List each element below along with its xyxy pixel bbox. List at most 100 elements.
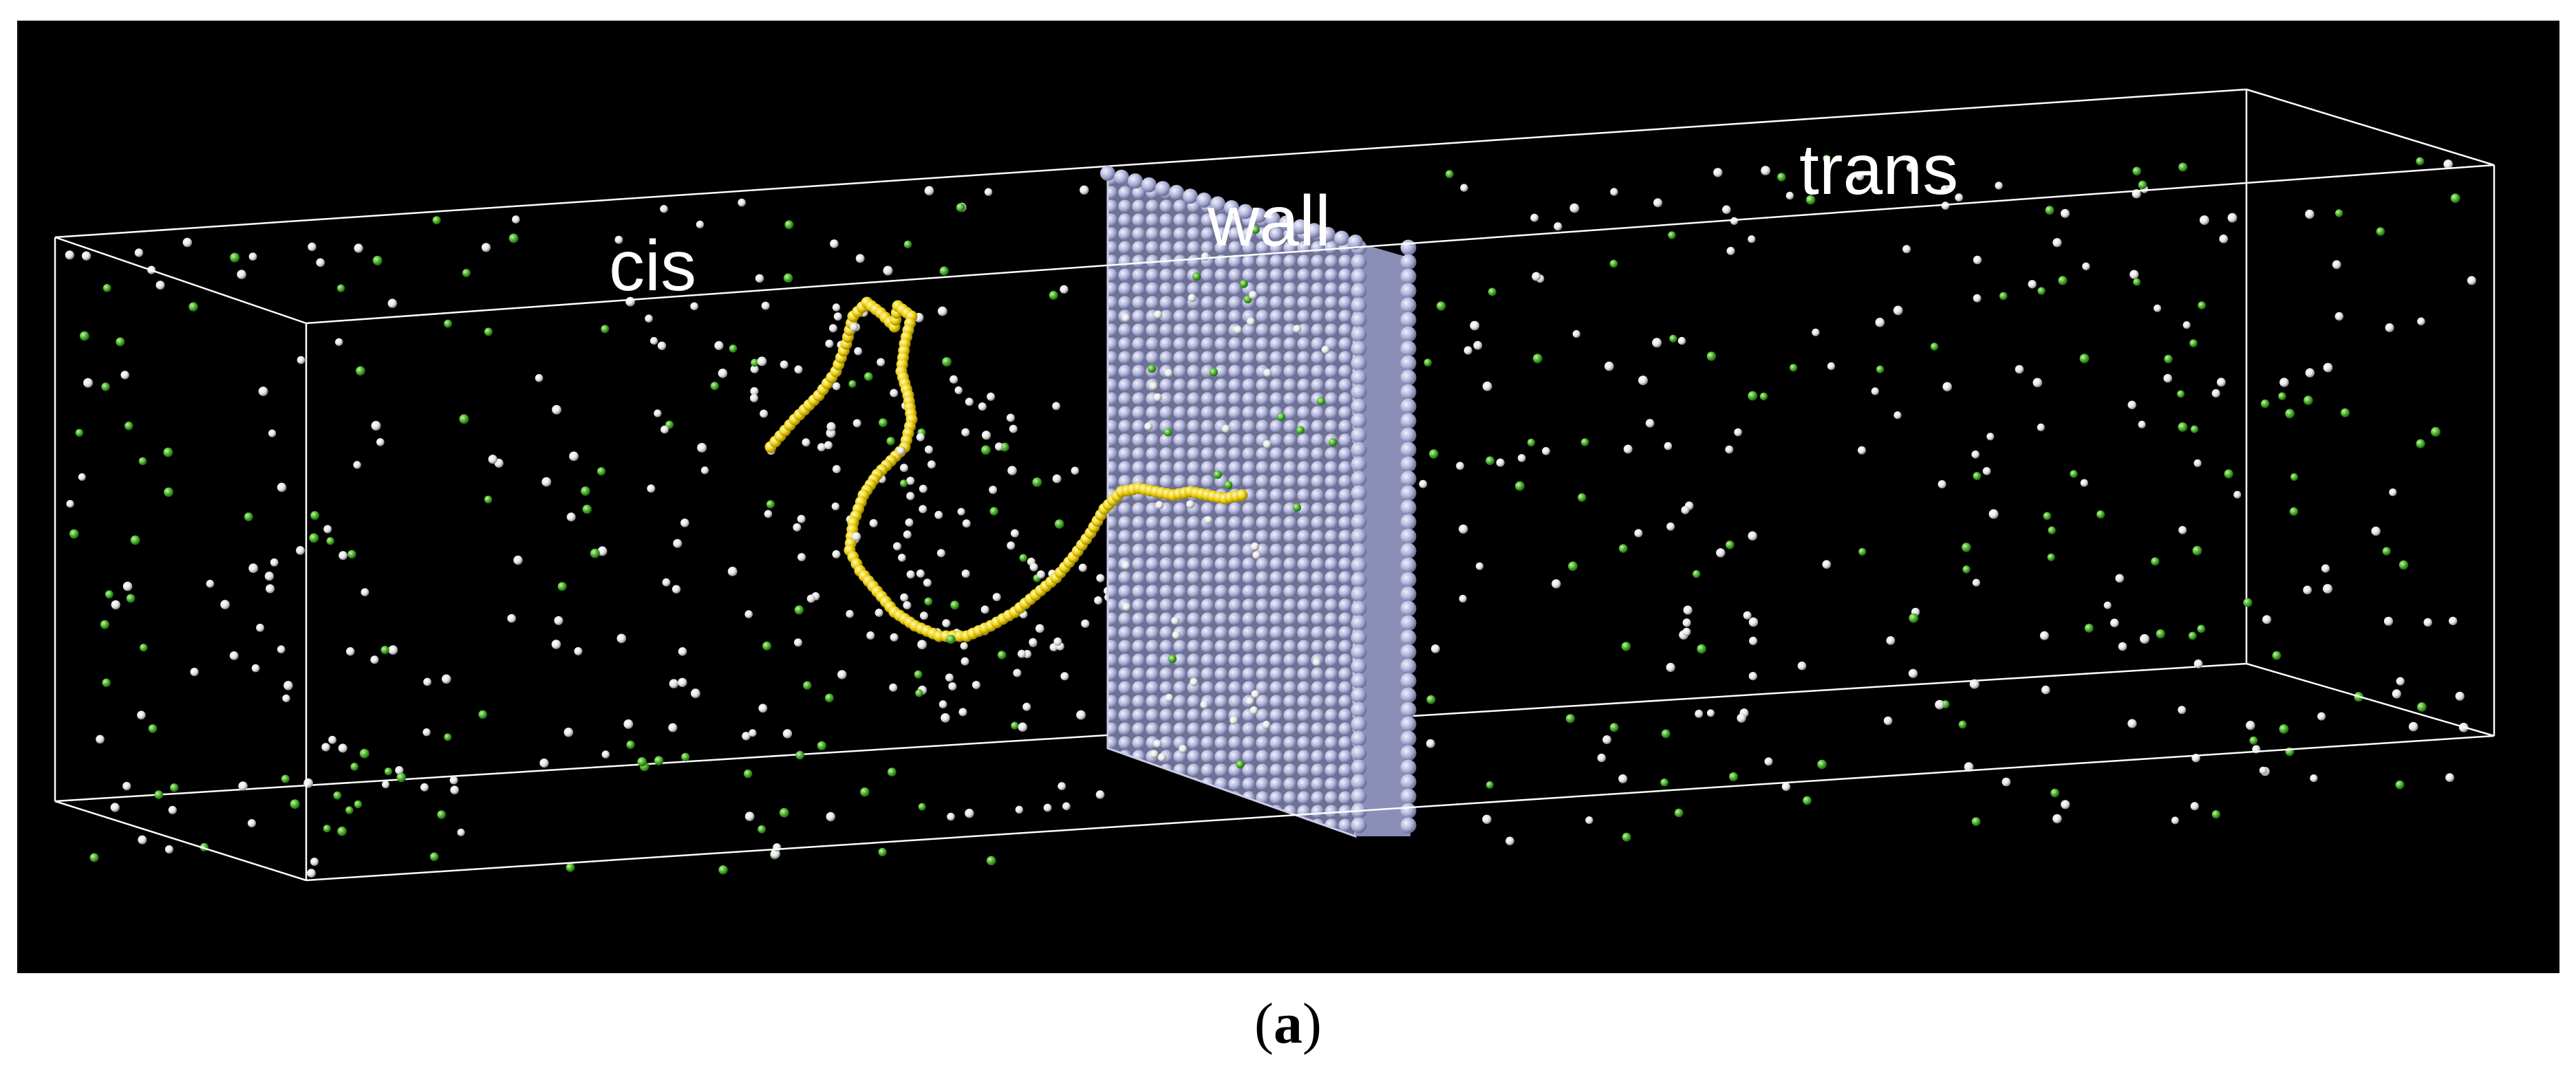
counterion-green	[1823, 155, 1831, 163]
ion-white	[2140, 634, 2149, 644]
counterion-green	[1674, 808, 1684, 818]
ion-white	[897, 446, 905, 455]
ion-white	[1554, 222, 1563, 231]
ion-white	[65, 250, 74, 260]
ion-white	[832, 382, 841, 391]
ion-white	[2178, 525, 2187, 534]
counterion-green	[1858, 547, 1867, 556]
ion-white	[2032, 378, 2043, 388]
counterion-green	[729, 345, 738, 353]
ion-white	[1062, 802, 1071, 811]
ion-on-wall	[1293, 325, 1302, 334]
ion-white	[1076, 710, 1086, 720]
ion-on-wall	[1149, 382, 1158, 391]
ion-white	[1995, 182, 2003, 190]
ion-white	[673, 539, 683, 548]
ion-white	[890, 633, 899, 642]
ion-on-wall	[1296, 426, 1305, 435]
counterion-green	[2178, 422, 2188, 432]
wall-side	[1355, 242, 1410, 836]
counterion-green	[900, 479, 908, 488]
ion-white	[874, 609, 883, 617]
wall-bead	[1400, 600, 1417, 617]
wall-bead	[1400, 413, 1417, 429]
counterion-green	[1032, 477, 1042, 487]
wall-bead	[1400, 283, 1417, 299]
ion-white	[539, 758, 549, 768]
ion-white	[2061, 208, 2070, 218]
ion-white	[2163, 373, 2172, 383]
counterion-green	[189, 302, 198, 312]
ion-white	[388, 645, 398, 655]
ion-white	[2332, 260, 2341, 270]
wall-bead	[1196, 192, 1212, 208]
ion-white	[552, 404, 561, 415]
wall-bead	[1210, 196, 1225, 212]
ion-white	[1052, 402, 1060, 411]
wall-bead	[1351, 817, 1367, 834]
counterion-green	[2048, 526, 2056, 534]
ion-white	[900, 464, 908, 472]
counterion-green	[1622, 832, 1631, 842]
counterion-green	[2450, 193, 2460, 204]
ion-white	[1677, 336, 1686, 345]
counterion-green	[582, 504, 592, 514]
ion-white	[120, 371, 129, 380]
counterion-green	[1661, 729, 1671, 739]
ion-on-wall	[1188, 294, 1196, 303]
ion-white	[889, 683, 898, 692]
wall-bead	[1400, 470, 1417, 487]
counterion-green	[1568, 561, 1578, 572]
ion-white	[229, 651, 239, 660]
ion-white	[824, 441, 833, 450]
counterion-green	[2285, 409, 2295, 419]
counterion-green	[2376, 227, 2385, 236]
counterion-green	[1436, 301, 1446, 311]
ion-white	[122, 781, 131, 791]
ion-white	[2082, 262, 2090, 270]
counterion-green	[2416, 157, 2425, 166]
counterion-green	[2138, 180, 2147, 190]
ion-white	[1893, 305, 1903, 316]
ion-white	[1875, 318, 1885, 327]
wall-bead	[1351, 543, 1367, 559]
wall-bead	[1400, 340, 1417, 357]
wall-bead	[1351, 485, 1367, 501]
ion-white	[277, 482, 287, 492]
counterion-green	[1909, 613, 1919, 623]
ion-white	[323, 525, 332, 534]
ion-white	[574, 646, 583, 655]
counterion-green	[1515, 481, 1525, 491]
ion-white	[1737, 713, 1746, 723]
counterion-green	[1621, 642, 1631, 651]
wall-bead	[1400, 629, 1417, 646]
counterion-green	[130, 535, 140, 545]
wall-bead	[1238, 204, 1253, 219]
ion-white	[1459, 524, 1468, 534]
ion-white	[1681, 505, 1690, 514]
ion-white	[828, 324, 837, 333]
counterion-green	[2304, 395, 2313, 405]
ion-white	[949, 375, 958, 384]
ion-white	[1716, 548, 1726, 558]
ion-white	[248, 819, 256, 827]
ion-white	[2015, 365, 2024, 374]
ion-white	[1572, 330, 1580, 338]
ion-white	[248, 252, 257, 261]
counterion-green	[860, 787, 870, 797]
wall-bead	[1400, 254, 1417, 270]
counterion-green	[2431, 426, 2440, 437]
counterion-green	[2395, 780, 2405, 790]
counterion-green	[590, 548, 600, 558]
counterion-green	[886, 437, 895, 446]
counterion-green	[89, 853, 99, 862]
ion-white	[623, 719, 634, 729]
counterion-green	[1999, 292, 2008, 301]
wall-bead	[1400, 687, 1417, 704]
ion-white	[744, 610, 753, 618]
counterion-green	[429, 852, 439, 861]
counterion-green	[2045, 206, 2054, 215]
wall-label: wall	[1208, 182, 1331, 261]
ion-on-wall	[1121, 561, 1130, 570]
counterion-green	[359, 748, 369, 759]
